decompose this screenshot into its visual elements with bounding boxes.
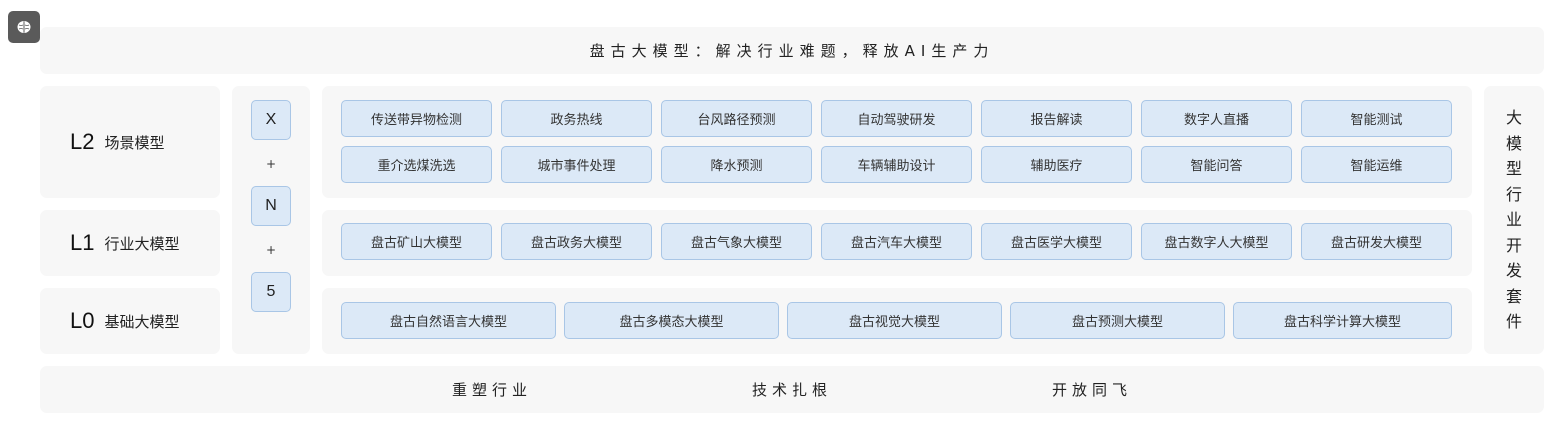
side-char: 型: [1505, 159, 1522, 179]
industry-model-card[interactable]: 盘古政务大模型: [501, 223, 652, 260]
scenario-card[interactable]: 数字人直播: [1141, 100, 1292, 137]
scenario-card[interactable]: 辅助医疗: [981, 146, 1132, 183]
scenario-card[interactable]: 车辆辅助设计: [821, 146, 972, 183]
side-char: 件: [1505, 312, 1522, 332]
foundation-model-card[interactable]: 盘古多模态大模型: [564, 302, 779, 339]
side-char: 套: [1505, 286, 1522, 306]
plus-sign: +: [265, 243, 277, 257]
foundation-model-card[interactable]: 盘古自然语言大模型: [341, 302, 556, 339]
layer-code: L0: [70, 308, 95, 333]
scenario-card[interactable]: 报告解读: [981, 100, 1132, 137]
industry-model-card[interactable]: 盘古汽车大模型: [821, 223, 972, 260]
formula-box-x: X: [251, 100, 291, 140]
scenario-card[interactable]: 城市事件处理: [501, 146, 652, 183]
industry-model-card[interactable]: 盘古医学大模型: [981, 223, 1132, 260]
page-title: 盘古大模型：解决行业难题，释放AI生产力: [589, 42, 995, 60]
industry-model-card[interactable]: 盘古气象大模型: [661, 223, 812, 260]
scenario-card[interactable]: 重介选煤洗选: [341, 146, 492, 183]
l2-scenarios-panel: 传送带异物检测 政务热线 台风路径预测 自动驾驶研发 报告解读 数字人直播 智能…: [322, 86, 1472, 198]
plus-sign: +: [265, 157, 277, 171]
layer-name: 场景模型: [104, 133, 165, 152]
formula-panel: X + N + 5: [232, 86, 310, 354]
layer-label-l2: L2 场景模型: [40, 86, 220, 198]
layer-label-l1: L1 行业大模型: [40, 210, 220, 276]
industry-model-card[interactable]: 盘古研发大模型: [1301, 223, 1452, 260]
layer-name: 基础大模型: [104, 312, 180, 331]
industry-model-card[interactable]: 盘古矿山大模型: [341, 223, 492, 260]
layer-label-l0: L0 基础大模型: [40, 288, 220, 354]
side-char: 业: [1505, 210, 1522, 230]
side-char: 行: [1505, 184, 1522, 204]
side-char: 发: [1505, 261, 1522, 281]
layer-name: 行业大模型: [104, 234, 180, 253]
scenario-card[interactable]: 传送带异物检测: [341, 100, 492, 137]
side-char: 开: [1505, 235, 1522, 255]
side-char: 大: [1505, 108, 1522, 128]
formula-box-n: N: [251, 186, 291, 226]
industry-model-card[interactable]: 盘古数字人大模型: [1141, 223, 1292, 260]
scenario-card[interactable]: 自动驾驶研发: [821, 100, 972, 137]
l0-foundation-panel: 盘古自然语言大模型 盘古多模态大模型 盘古视觉大模型 盘古预测大模型 盘古科学计…: [322, 288, 1472, 354]
foundation-model-card[interactable]: 盘古科学计算大模型: [1233, 302, 1452, 339]
layer-code: L2: [70, 129, 95, 154]
footer-slogan: 重塑行业: [452, 381, 533, 399]
title-bar: 盘古大模型：解决行业难题，释放AI生产力: [40, 27, 1544, 74]
side-char: 模: [1505, 133, 1522, 153]
brain-icon: [17, 21, 31, 33]
scenario-card[interactable]: 降水预测: [661, 146, 812, 183]
scenario-card[interactable]: 政务热线: [501, 100, 652, 137]
footer-bar: 重塑行业 技术扎根 开放同飞: [40, 366, 1544, 413]
scenario-card[interactable]: 智能测试: [1301, 100, 1452, 137]
footer-slogan: 技术扎根: [752, 381, 833, 399]
foundation-model-card[interactable]: 盘古视觉大模型: [787, 302, 1002, 339]
footer-slogan: 开放同飞: [1052, 381, 1133, 399]
scenario-card[interactable]: 智能运维: [1301, 146, 1452, 183]
l1-industry-panel: 盘古矿山大模型 盘古政务大模型 盘古气象大模型 盘古汽车大模型 盘古医学大模型 …: [322, 210, 1472, 276]
foundation-model-card[interactable]: 盘古预测大模型: [1010, 302, 1225, 339]
brain-badge[interactable]: [8, 11, 40, 43]
dev-kit-panel: 大 模 型 行 业 开 发 套 件: [1484, 86, 1544, 354]
scenario-card[interactable]: 台风路径预测: [661, 100, 812, 137]
scenario-card[interactable]: 智能问答: [1141, 146, 1292, 183]
layer-code: L1: [70, 230, 95, 255]
formula-box-5: 5: [251, 272, 291, 312]
